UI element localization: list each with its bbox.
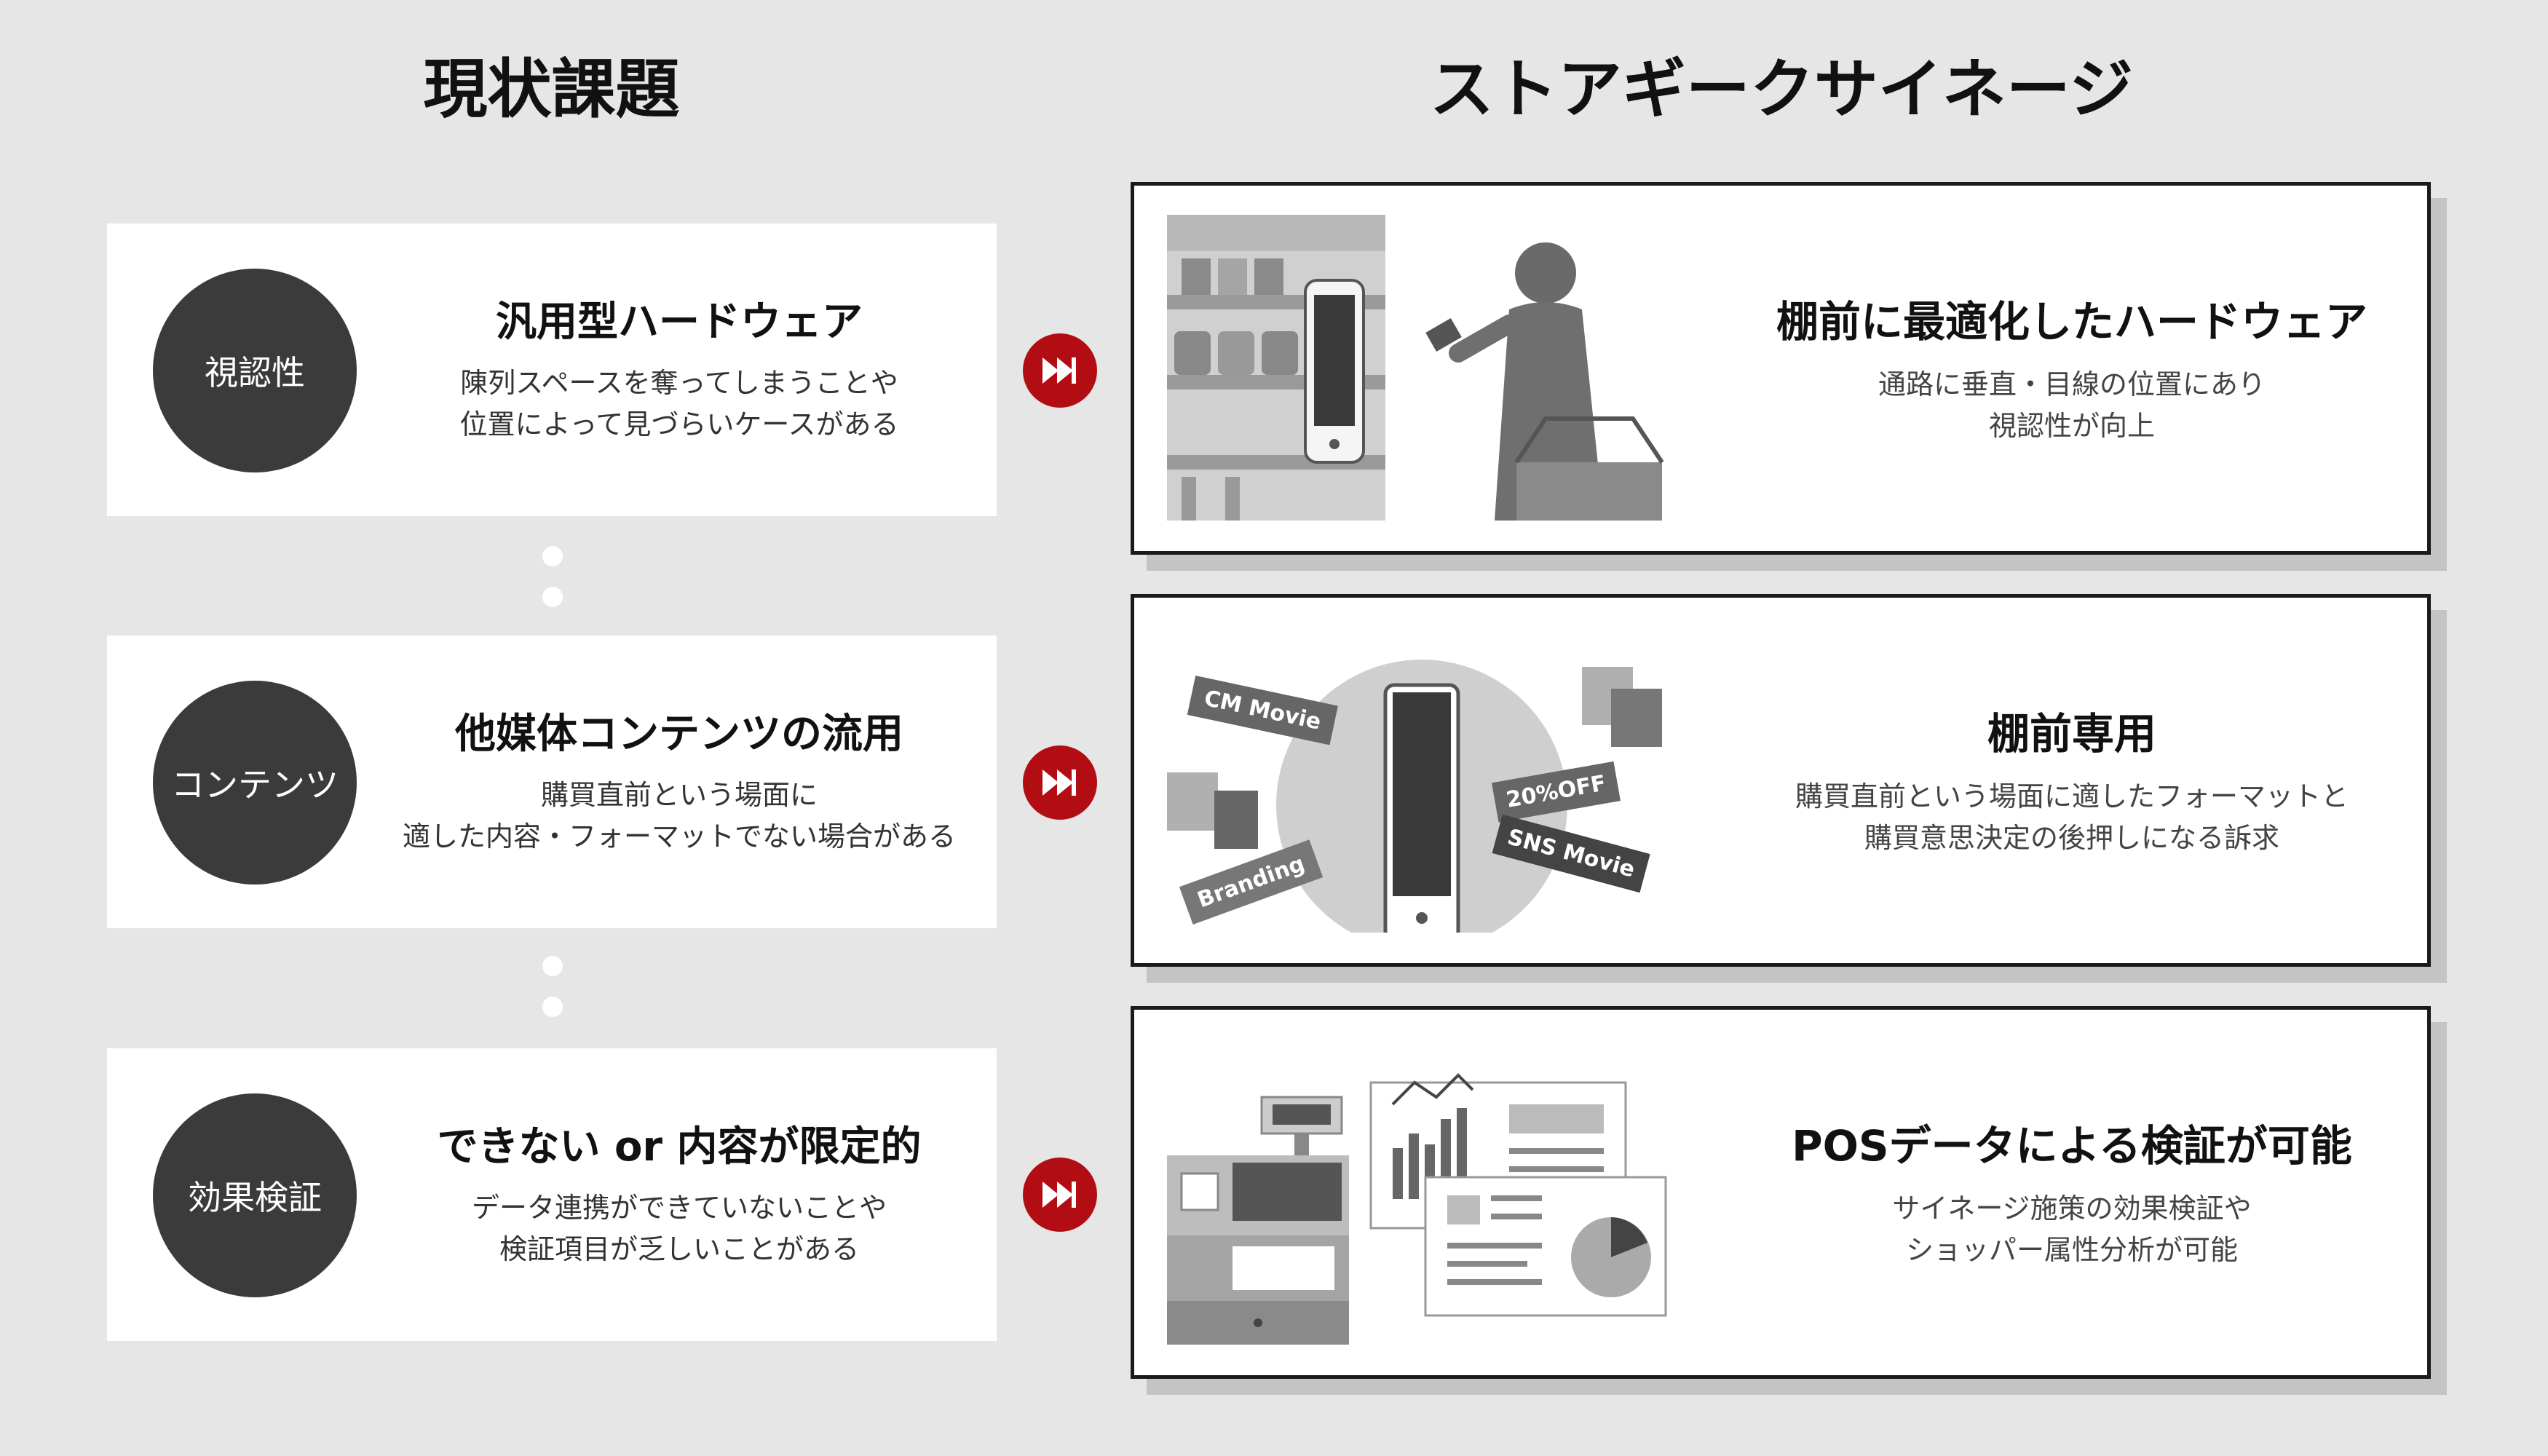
issue-badge: 視認性 (153, 269, 357, 472)
shelf-signage-illustration (1167, 215, 1664, 521)
solution-card-content: CM Movie 20%OFF Branding SNS Movie 棚前専用 … (1131, 594, 2431, 967)
fast-forward-icon (1023, 333, 1097, 408)
solution-card-hardware: 棚前に最適化したハードウェア 通路に垂直・目線の位置にあり 視認性が向上 (1131, 182, 2431, 555)
issue-card-effect: 効果検証 できない or 内容が限定的 データ連携ができていないことや 検証項目… (107, 1048, 997, 1341)
solution-description: 購買直前という場面に適したフォーマットと 購買意思決定の後押しになる訴求 (1795, 780, 2349, 855)
issue-badge: コンテンツ (153, 681, 357, 885)
issue-description: 陳列スペースを奪ってしまうことや 位置によって見づらいケースがある (459, 366, 899, 440)
issue-description: データ連携ができていないことや 検証項目が乏しいことがある (471, 1191, 887, 1265)
solution-description: 通路に垂直・目線の位置にあり 視認性が向上 (1878, 368, 2266, 443)
issue-heading: できない or 内容が限定的 (437, 1123, 922, 1171)
solution-heading: POSデータによる検証が可能 (1792, 1121, 2352, 1171)
solution-description: サイネージ施策の効果検証や ショッパー属性分析が可能 (1892, 1192, 2252, 1267)
solution-card-pos: POSデータによる検証が可能 サイネージ施策の効果検証や ショッパー属性分析が可… (1131, 1006, 2431, 1379)
issue-heading: 汎用型ハードウェア (496, 298, 863, 346)
current-issues-title: 現状課題 (423, 52, 680, 127)
solution-title: ストアギークサイネージ (1429, 52, 2134, 127)
fast-forward-icon (1023, 1158, 1097, 1232)
issue-badge: 効果検証 (153, 1093, 357, 1297)
issue-card-visibility: 視認性 汎用型ハードウェア 陳列スペースを奪ってしまうことや 位置によって見づら… (107, 223, 997, 516)
issue-description: 購買直前という場面に 適した内容・フォーマットでない場合がある (402, 778, 956, 852)
signage-content-illustration: CM Movie 20%OFF Branding SNS Movie (1167, 660, 1662, 933)
connector-dots (542, 546, 564, 628)
pos-register-illustration (1167, 1073, 1667, 1345)
fast-forward-icon (1023, 745, 1097, 820)
issue-card-content: コンテンツ 他媒体コンテンツの流用 購買直前という場面に 適した内容・フォーマッ… (107, 636, 997, 928)
connector-dots (542, 956, 564, 1037)
issue-heading: 他媒体コンテンツの流用 (455, 711, 903, 758)
solution-heading: 棚前専用 (1987, 709, 2156, 759)
solution-heading: 棚前に最適化したハードウェア (1776, 297, 2367, 347)
